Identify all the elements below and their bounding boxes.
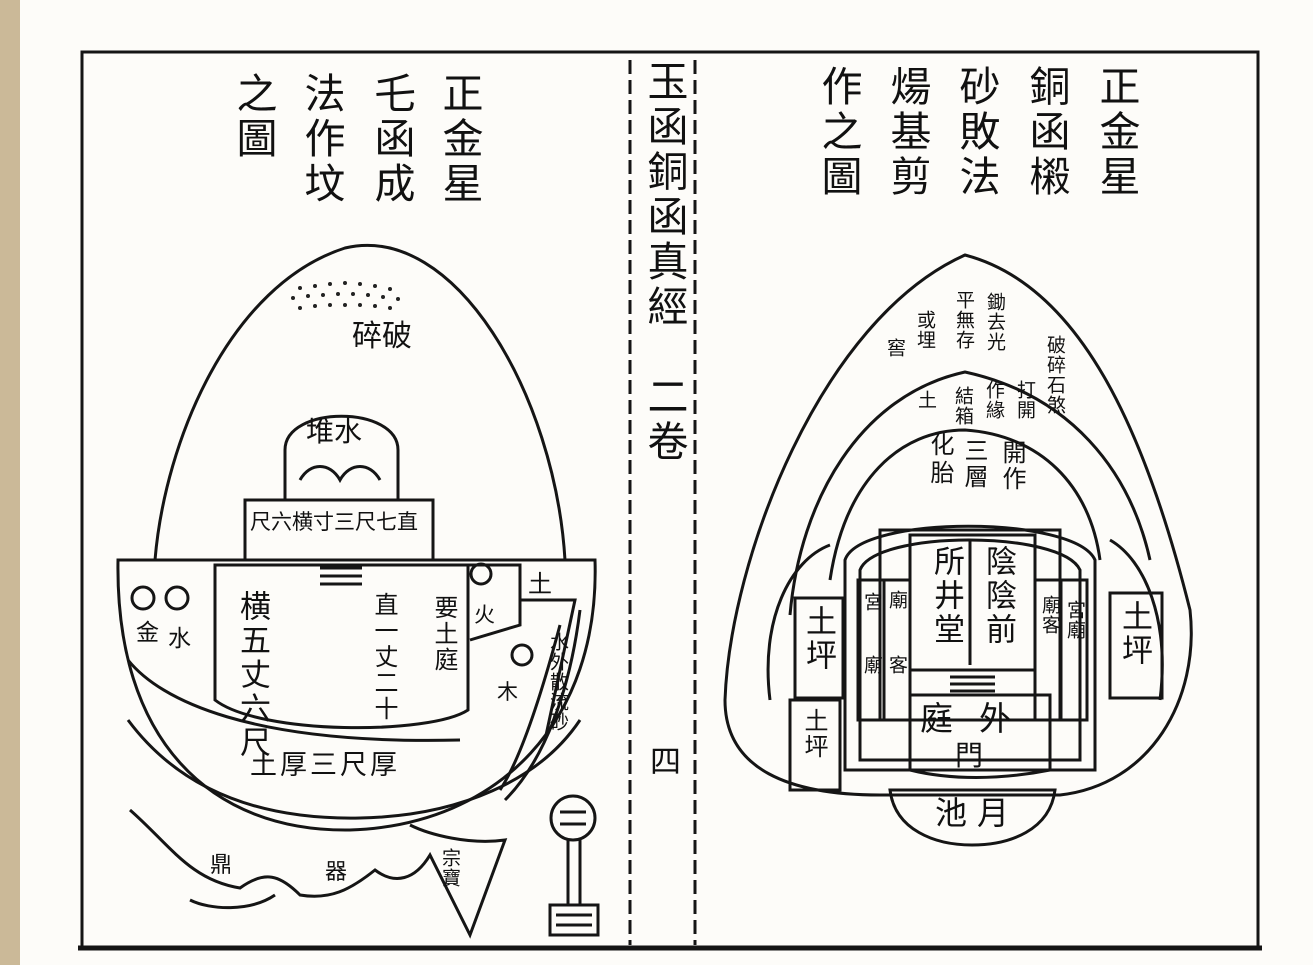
right-third-layer	[828, 428, 1102, 581]
left-egg-body	[116, 558, 597, 832]
left-chamber-label-2: 直一丈二十	[370, 592, 398, 722]
right-left-side-2: 客	[886, 655, 908, 675]
right-inner-frame-outer	[843, 524, 1097, 772]
right-flat-label-2: 土坪	[800, 708, 828, 760]
left-caption-col-2: 乇函成	[367, 72, 415, 207]
right-second-col-2: 作緣	[983, 380, 1005, 420]
page-edge-strip	[0, 0, 20, 965]
left-marker-wood: 木	[497, 680, 518, 704]
right-second-col-3: 結箱	[952, 386, 974, 426]
right-left-side-4: 廟	[861, 655, 883, 675]
right-moon-pool-label: 月池	[935, 794, 1020, 832]
left-chamber-label-3: 要土庭	[430, 595, 458, 673]
volume-label: 二卷	[640, 375, 688, 465]
right-left-side-3: 宮	[861, 592, 883, 612]
left-lower-band-label: 土厚三尺厚	[250, 750, 400, 781]
right-outer-col-4: 窖	[884, 338, 906, 358]
right-third-col-3: 化	[926, 432, 954, 458]
left-water-mound-outline	[283, 414, 400, 500]
right-inner-col-2: 所井堂	[928, 545, 964, 647]
left-marker-water: 水	[168, 626, 191, 652]
right-second-col-4: 土	[915, 390, 937, 410]
left-marker-fire: 火	[474, 603, 495, 627]
right-third-col-1: 開作	[998, 440, 1026, 492]
right-inner-col-1: 陰陰前	[980, 545, 1016, 647]
left-right-band-label: 水外散流砂	[547, 632, 569, 732]
left-caption-col-4: 之圖	[229, 72, 277, 162]
left-marker-earth: 土	[528, 570, 552, 598]
right-flat-label-3: 土坪	[1116, 600, 1152, 668]
right-caption-col-2: 銅函樧	[1022, 65, 1070, 200]
right-gate-label: 門	[955, 739, 984, 772]
right-caption-col-3: 砂敗法	[952, 65, 1000, 200]
right-caption-col-4: 煬基剪	[883, 65, 931, 200]
book-title: 玉函銅函真經	[640, 60, 688, 330]
left-caption-col-3: 法作坟	[297, 72, 345, 207]
right-third-col-4: 胎	[926, 460, 954, 486]
right-flat-label-1: 土坪	[800, 605, 836, 673]
right-third-col-2: 三層	[960, 438, 988, 490]
right-right-side-2: 宮廟	[1064, 600, 1086, 640]
left-bottom-hills	[129, 808, 508, 939]
right-flat-left	[793, 596, 845, 700]
right-outer-mound	[723, 253, 1193, 797]
right-outer-col-3: 或埋	[914, 310, 936, 350]
left-chamber-outline	[213, 563, 470, 730]
left-marker-metal: 金	[136, 620, 159, 646]
page-number: 四	[644, 745, 680, 779]
left-bottom-label-3: 宗寶	[439, 848, 461, 888]
left-chamber-label-1: 横五丈六尺	[234, 590, 270, 760]
right-outer-col-2: 平無存	[953, 290, 975, 350]
right-second-col-1: 打開	[1014, 380, 1036, 420]
right-second-layer	[788, 370, 1152, 616]
left-bottom-label-2: 器	[325, 860, 348, 885]
left-water-mound-label: 水堆	[306, 415, 363, 448]
right-outer-label: 破碎石煞	[1044, 335, 1066, 415]
left-stand-disc	[549, 794, 597, 842]
left-width-box	[243, 498, 435, 562]
right-outer-court-label: 外庭	[920, 699, 1038, 738]
right-outer-col-1: 鋤去光	[984, 292, 1006, 352]
right-flat-left-lower	[788, 698, 842, 792]
left-mountain-outline	[153, 244, 567, 561]
left-bottom-label-1: 鼎	[210, 853, 233, 878]
right-moon-pool-outline	[888, 788, 1057, 847]
left-stipple-dots	[291, 281, 400, 310]
right-caption-col-1: 正金星	[1092, 65, 1140, 200]
left-top-label: 破碎	[352, 319, 412, 354]
left-width-label: 直七尺三寸横六尺	[250, 510, 418, 534]
left-caption-col-1: 正金星	[435, 72, 483, 207]
right-left-side-1: 廟	[886, 590, 908, 610]
right-caption-col-5: 作之圖	[814, 65, 862, 200]
right-flat-right	[1108, 591, 1164, 700]
right-right-side-1: 廟客	[1039, 595, 1061, 635]
